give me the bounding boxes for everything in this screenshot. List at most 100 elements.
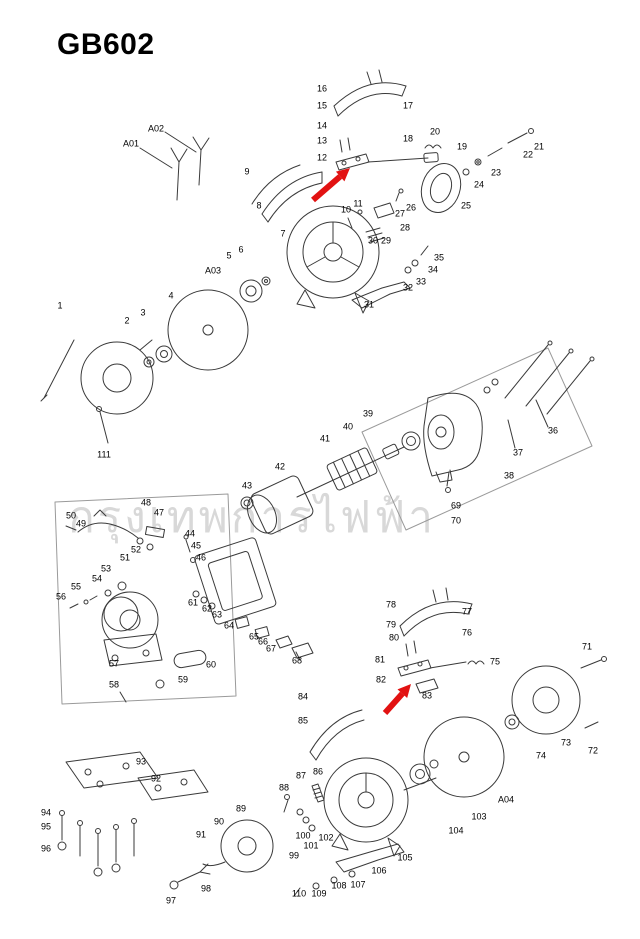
part-label-51: 51 [119, 552, 131, 563]
part-label-45: 45 [190, 540, 202, 551]
part-label-2: 2 [124, 315, 130, 326]
part-label-66: 66 [257, 636, 269, 647]
part-label-67: 67 [265, 643, 277, 654]
part-label-16: 16 [316, 83, 328, 94]
part-label-32: 32 [402, 282, 414, 293]
part-label-70: 70 [450, 515, 462, 526]
part-label-38: 38 [503, 470, 515, 481]
part-label-28: 28 [399, 222, 411, 233]
part-label-14: 14 [316, 120, 328, 131]
part-label-26: 26 [405, 202, 417, 213]
part-label-1: 1 [57, 300, 63, 311]
part-label-13: 13 [316, 135, 328, 146]
part-label-8: 8 [256, 200, 262, 211]
part-label-58: 58 [108, 679, 120, 690]
part-label-7: 7 [280, 228, 286, 239]
part-label-88: 88 [278, 782, 290, 793]
part-label-111: 111 [97, 449, 111, 460]
part-label-100: 100 [295, 830, 311, 841]
part-label-3: 3 [140, 307, 146, 318]
part-label-17: 17 [402, 100, 414, 111]
part-label-107: 107 [350, 879, 366, 890]
part-label-34: 34 [427, 264, 439, 275]
part-label-53: 53 [100, 563, 112, 574]
part-label-50: 50 [65, 510, 77, 521]
part-label-93: 93 [135, 756, 147, 767]
part-label-101: 101 [303, 840, 319, 851]
page-title: GB602 [57, 28, 155, 61]
part-label-25: 25 [460, 200, 472, 211]
part-label-62: 62 [201, 603, 213, 614]
part-label-109: 109 [311, 888, 327, 899]
part-label-76: 76 [461, 627, 473, 638]
part-label-42: 42 [274, 461, 286, 472]
part-label-64: 64 [223, 620, 235, 631]
part-label-44: 44 [184, 528, 196, 539]
base-drawing [57, 751, 209, 877]
part-label-41: 41 [319, 433, 331, 444]
part-label-60: 60 [205, 659, 217, 670]
lower-assembly-drawing [169, 587, 607, 897]
part-label-82: 82 [375, 674, 387, 685]
part-label-55: 55 [70, 581, 82, 592]
part-label-61: 61 [187, 597, 199, 608]
part-label-24: 24 [473, 179, 485, 190]
assembly-panel-outlines [54, 347, 593, 705]
part-label-86: 86 [312, 766, 324, 777]
part-label-56: 56 [55, 591, 67, 602]
part-label-18: 18 [402, 133, 414, 144]
part-label-A02: A02 [147, 123, 165, 134]
part-label-22: 22 [522, 149, 534, 160]
lower-left-assembly-drawing [65, 509, 314, 703]
part-label-11: 11 [353, 198, 363, 209]
part-label-31: 31 [363, 299, 375, 310]
watermark: กรุงเทพการไฟฟ้า [68, 492, 436, 543]
part-label-102: 102 [318, 832, 334, 843]
part-label-59: 59 [177, 674, 189, 685]
part-label-97: 97 [165, 895, 177, 906]
part-label-103: 103 [471, 811, 487, 822]
part-label-92: 92 [150, 773, 162, 784]
part-label-68: 68 [291, 655, 303, 666]
part-label-65: 65 [248, 631, 260, 642]
part-label-19: 19 [456, 141, 468, 152]
part-label-78: 78 [385, 599, 397, 610]
part-label-48: 48 [140, 497, 152, 508]
part-label-75: 75 [489, 656, 501, 667]
part-label-110: 110 [291, 888, 307, 899]
part-label-33: 33 [415, 276, 427, 287]
part-label-72: 72 [587, 745, 599, 756]
part-label-49: 49 [75, 518, 87, 529]
part-label-5: 5 [226, 250, 232, 261]
part-label-84: 84 [297, 691, 309, 702]
part-label-4: 4 [168, 290, 174, 301]
part-label-30: 30 [367, 235, 379, 246]
part-label-94: 94 [40, 807, 52, 818]
part-label-A03: A03 [204, 265, 222, 276]
part-label-29: 29 [380, 235, 392, 246]
part-label-91: 91 [195, 829, 207, 840]
part-label-105: 105 [397, 852, 413, 863]
part-label-89: 89 [235, 803, 247, 814]
part-label-104: 104 [448, 825, 464, 836]
part-label-87: 87 [295, 770, 307, 781]
part-label-23: 23 [490, 167, 502, 178]
part-label-35: 35 [433, 252, 445, 263]
part-label-85: 85 [297, 715, 309, 726]
part-label-43: 43 [241, 480, 253, 491]
part-label-90: 90 [213, 816, 225, 827]
part-label-69: 69 [450, 500, 462, 511]
part-label-83: 83 [421, 690, 433, 701]
part-label-A04: A04 [497, 794, 515, 805]
part-label-74: 74 [535, 750, 547, 761]
part-label-10: 10 [340, 204, 352, 215]
part-label-79: 79 [385, 619, 397, 630]
part-label-46: 46 [195, 552, 207, 563]
part-label-27: 27 [394, 208, 406, 219]
part-label-15: 15 [316, 100, 328, 111]
part-label-54: 54 [91, 573, 103, 584]
part-label-37: 37 [512, 447, 524, 458]
part-label-52: 52 [130, 544, 142, 555]
